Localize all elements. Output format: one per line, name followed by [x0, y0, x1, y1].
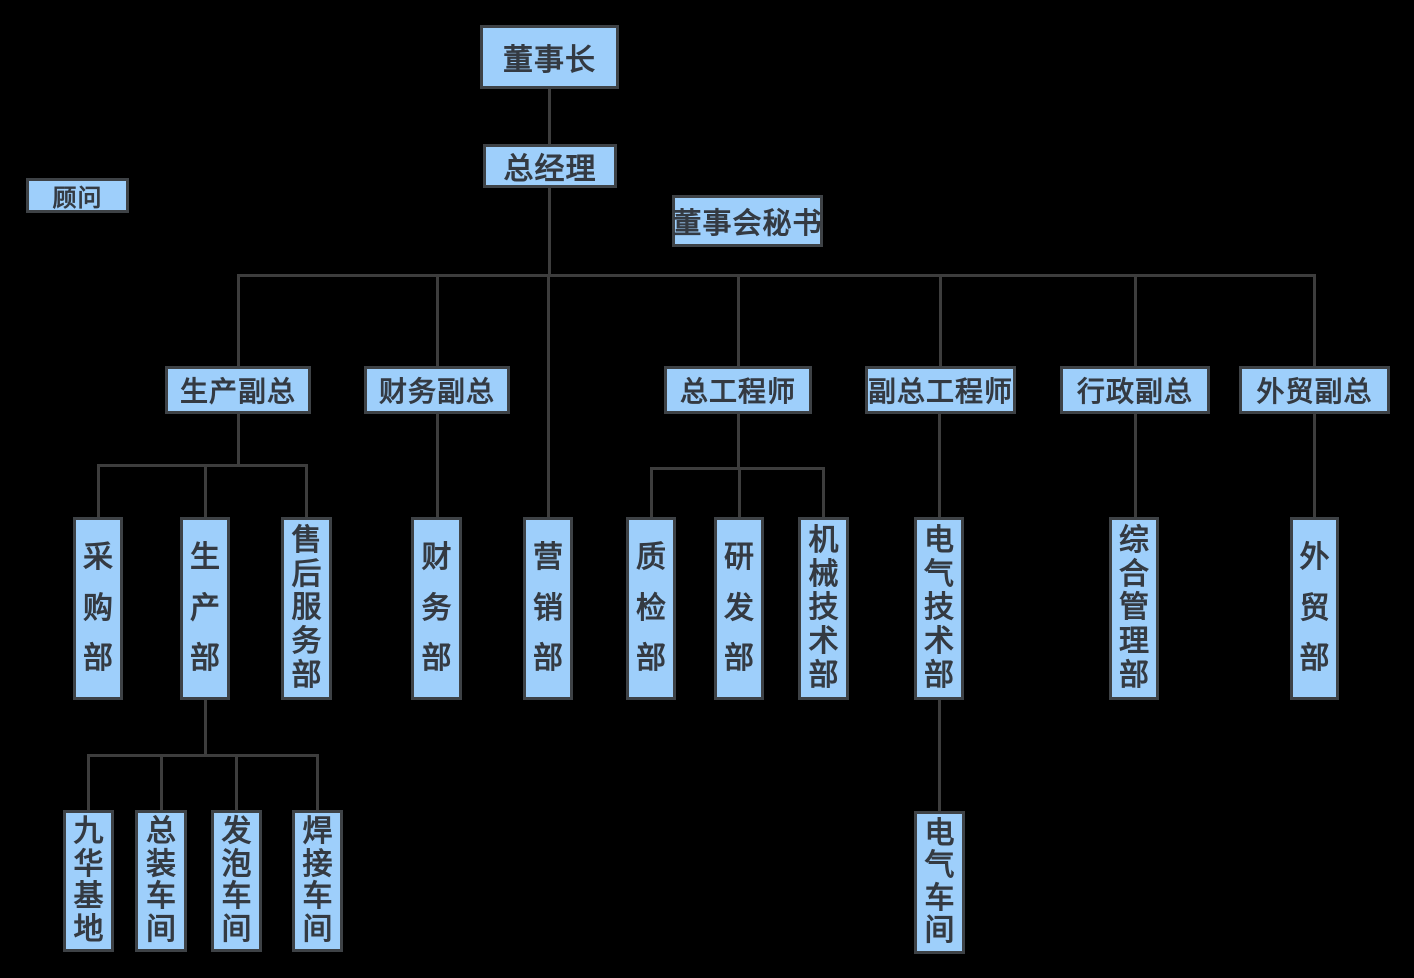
node-after-sales-dept: 售后服务部: [281, 517, 332, 700]
connector-drop-deputy-chief: [939, 274, 942, 366]
connector-drop-foaming: [235, 754, 238, 810]
connector-drop-after-sales: [305, 464, 308, 517]
connector-main-branch: [237, 274, 1316, 277]
node-mech-tech-dept: 机械技术部: [798, 517, 849, 700]
connector-drop-rd: [738, 467, 741, 517]
connector-production-vp-stem: [237, 414, 240, 467]
node-admin-vp: 行政副总: [1060, 366, 1210, 414]
connector-drop-production-dept: [204, 464, 207, 517]
connector-drop-production-vp: [237, 274, 240, 366]
node-production-vp: 生产副总: [165, 366, 311, 414]
node-electrical-workshop: 电气车间: [914, 811, 965, 954]
node-purchasing-dept: 采购部: [73, 517, 123, 700]
node-production-dept: 生产部: [180, 517, 230, 700]
node-welding-workshop: 焊接车间: [292, 810, 343, 952]
node-general-mgmt-dept: 综合管理部: [1109, 517, 1159, 700]
node-chief-engineer: 总工程师: [664, 366, 812, 414]
connector-production-dept-stem: [204, 700, 207, 757]
connector-drop-welding: [316, 754, 319, 810]
connector-drop-qc: [650, 467, 653, 517]
connector-finance-vp-stem: [436, 414, 439, 517]
connector-production-vp-branch: [97, 464, 308, 467]
node-jiuhua-base: 九华基地: [63, 810, 114, 952]
node-deputy-chief-engineer: 副总工程师: [865, 366, 1016, 414]
node-finance-vp: 财务副总: [364, 366, 510, 414]
connector-drop-admin-vp: [1134, 274, 1137, 366]
node-elec-tech-dept: 电气技术部: [914, 517, 964, 700]
node-assembly-workshop: 总装车间: [135, 810, 187, 952]
connector-drop-assembly: [160, 754, 163, 810]
node-general-manager: 总经理: [483, 144, 617, 188]
connector-drop-mech-tech: [822, 467, 825, 517]
connector-admin-vp-stem: [1134, 414, 1137, 517]
node-marketing-dept: 营销部: [523, 517, 573, 700]
node-foreign-trade-dept: 外贸部: [1290, 517, 1339, 700]
connector-drop-chief-engineer: [737, 274, 740, 366]
node-advisor: 顾问: [26, 178, 129, 213]
node-foreign-trade-vp: 外贸副总: [1239, 366, 1390, 414]
connector-elec-tech-stem: [938, 700, 941, 813]
node-chairman: 董事长: [480, 25, 619, 89]
connector-drop-foreign-trade-vp: [1313, 274, 1316, 366]
node-finance-dept: 财务部: [411, 517, 462, 700]
connector-chief-eng-branch: [650, 467, 825, 470]
connector-deputy-chief-stem: [938, 414, 941, 517]
connector-chief-eng-stem: [737, 414, 740, 470]
connector-drop-jiuhua: [87, 754, 90, 810]
connector-drop-finance-vp: [436, 274, 439, 366]
connector-chairman-gm: [548, 89, 551, 146]
connector-drop-purchasing: [97, 464, 100, 517]
connector-foreign-trade-stem: [1313, 414, 1316, 517]
node-rd-dept: 研发部: [714, 517, 764, 700]
connector-production-dept-branch: [87, 754, 319, 757]
node-qc-dept: 质检部: [626, 517, 676, 700]
node-foaming-workshop: 发泡车间: [211, 810, 262, 952]
connector-drop-marketing-dept: [547, 274, 550, 517]
node-board-secretary: 董事会秘书: [672, 195, 823, 247]
connector-gm-mainbranch: [548, 188, 551, 277]
